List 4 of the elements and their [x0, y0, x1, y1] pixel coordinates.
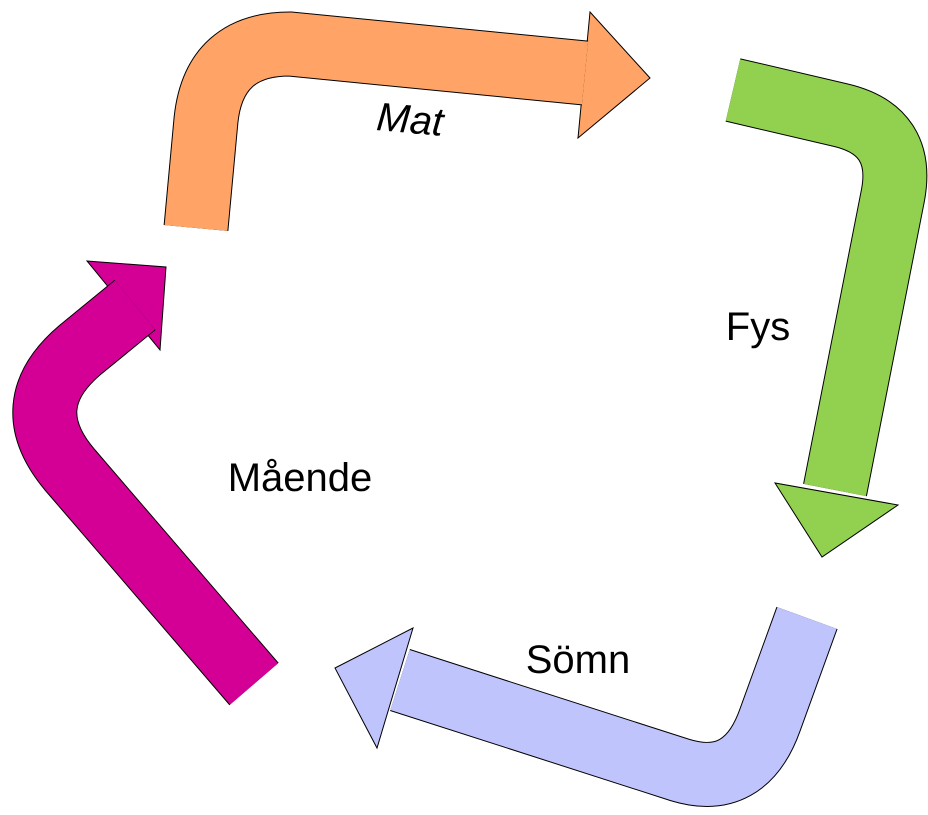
arrow-label: Fys [726, 307, 790, 347]
arrow-label: Sömn [526, 640, 630, 680]
arrow-label: Mående [228, 458, 372, 498]
arrow-label: Mat [375, 97, 445, 143]
